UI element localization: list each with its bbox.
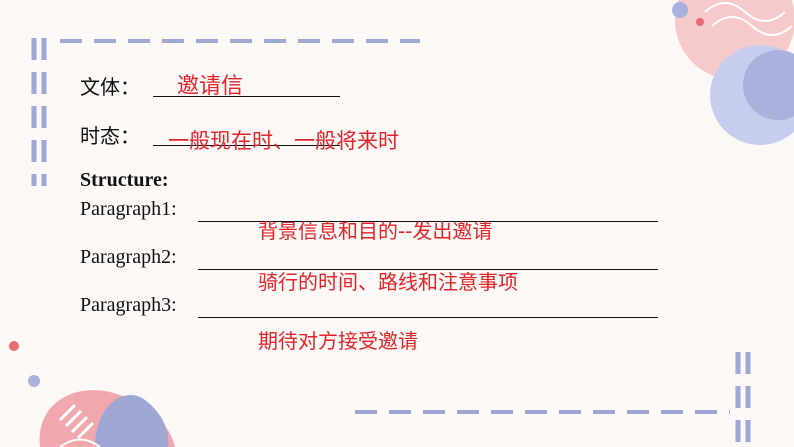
genre-answer: 邀请信 [177,74,244,99]
tense-blank-line [153,145,340,146]
deco-dash-right [735,352,751,447]
deco-dot-blue-bottom [28,375,40,387]
paragraph3-blank-line [198,317,658,318]
genre-blank-line [153,96,340,97]
deco-dash-left [31,38,47,186]
paragraph1-answer: 背景信息和目的--发出邀请 [258,219,493,243]
paragraph1-blank-line [198,221,658,222]
paragraph3-answer: 期待对方接受邀请 [258,329,418,353]
deco-blob-blue [743,50,794,120]
paragraph3-label: Paragraph3: [80,294,177,316]
genre-label: 文体： [80,77,140,99]
deco-waves-bottom [59,438,101,447]
tense-answer: 一般现在时、一般将来时 [168,129,399,153]
deco-dot-blue [672,2,688,18]
paragraph2-label: Paragraph2: [80,246,177,268]
deco-dot-red-bottom [9,341,19,351]
tense-label: 时态： [80,126,140,148]
deco-blob-blue-bottom [95,395,169,447]
paragraph1-label: Paragraph1: [80,198,177,220]
deco-stripes [58,403,95,440]
structure-heading: Structure: [80,169,169,191]
deco-waves [704,2,793,36]
paragraph2-blank-line [198,269,658,270]
deco-dot-red [696,18,704,26]
paragraph2-answer: 骑行的时间、路线和注意事项 [258,270,518,294]
